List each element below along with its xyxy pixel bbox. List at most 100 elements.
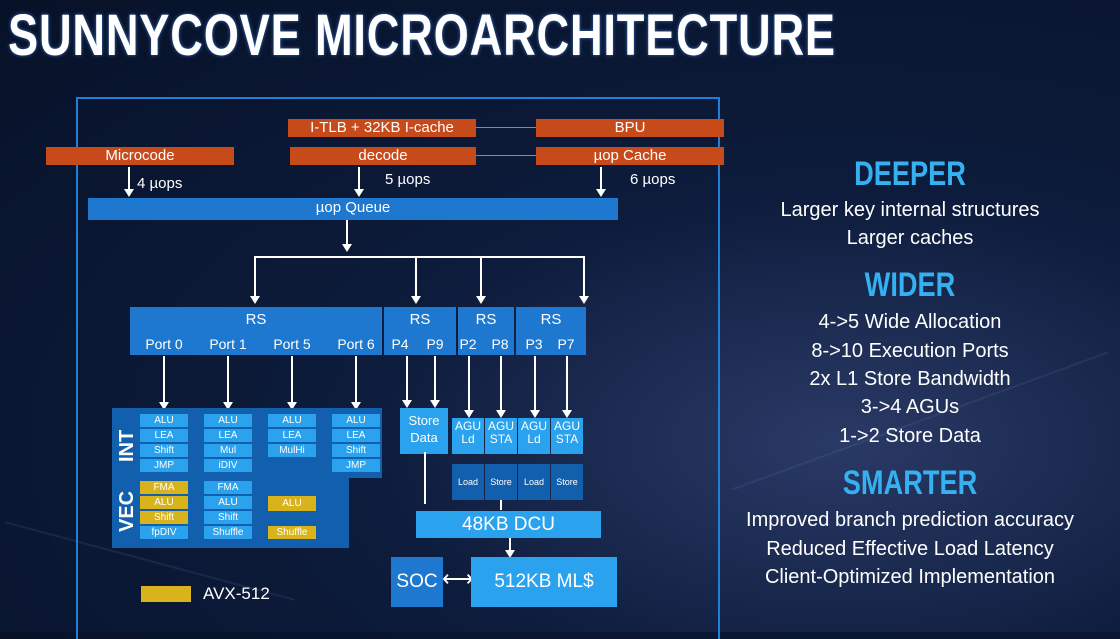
itlb-bpu-connector xyxy=(476,127,536,128)
arrowhead-icon xyxy=(411,296,421,304)
store-data-unit: Store Data xyxy=(400,408,448,454)
deeper-item: Larger caches xyxy=(846,227,974,249)
p5-mulhi: MulHi xyxy=(268,444,316,457)
p0-vec-alu: ALU xyxy=(140,496,188,509)
store-unit-1: Store xyxy=(485,464,517,500)
port-p3: P3 xyxy=(525,336,543,352)
arrowhead-icon xyxy=(351,402,361,410)
deeper-heading: DEEPER xyxy=(854,155,966,193)
p0-vec-shift: Shift xyxy=(140,511,188,524)
port-p8: P8 xyxy=(491,336,509,352)
agu-sta-2: AGU STA xyxy=(551,418,583,454)
sd-to-dcu-arrow xyxy=(424,452,426,504)
port-6: Port 6 xyxy=(337,336,375,352)
p1-lea: LEA xyxy=(204,429,252,442)
uop-cache-block: µop Cache xyxy=(536,147,724,165)
p8-arrow xyxy=(500,356,502,410)
distribution-line xyxy=(254,256,585,258)
rs-agu2-label: RS xyxy=(540,311,562,328)
ls-to-dcu-arrow xyxy=(500,500,502,510)
port0-arrow xyxy=(163,356,165,402)
rs-main-label: RS xyxy=(245,311,267,328)
p0-alu: ALU xyxy=(140,414,188,427)
arrowhead-icon xyxy=(402,400,412,408)
wider-item: 8->10 Execution Ports xyxy=(811,340,1009,362)
arrowhead-icon xyxy=(496,410,506,418)
arrowhead-icon xyxy=(562,410,572,418)
p1-mul: Mul xyxy=(204,444,252,457)
arrowhead-icon xyxy=(596,189,606,197)
p1-fma: FMA xyxy=(204,481,252,494)
dist-to-rs-main xyxy=(254,256,256,296)
uop-queue-block: µop Queue xyxy=(88,198,618,220)
mls-block: 512KB ML$ xyxy=(471,557,617,607)
p1-vec-shift: Shift xyxy=(204,511,252,524)
arrowhead-icon xyxy=(579,296,589,304)
p5-shuffle: Shuffle xyxy=(268,526,316,539)
dist-to-rs-agu2 xyxy=(583,256,585,296)
arrowhead-icon xyxy=(430,400,440,408)
arrowhead-icon xyxy=(476,296,486,304)
arrowhead-icon xyxy=(530,410,540,418)
itlb-icache-block: I-TLB + 32KB I-cache xyxy=(288,119,476,137)
arrowhead-icon xyxy=(505,550,515,558)
agu-ld-2: AGU Ld xyxy=(518,418,550,454)
wider-item: 4->5 Wide Allocation xyxy=(818,311,1002,333)
uops-5-label: 5 µops xyxy=(385,171,431,188)
arrow-microcode xyxy=(128,167,130,189)
p1-vec-alu: ALU xyxy=(204,496,252,509)
arrowhead-icon xyxy=(124,189,134,197)
p6-lea: LEA xyxy=(332,429,380,442)
p7-arrow xyxy=(566,356,568,410)
p1-idiv: iDIV xyxy=(204,459,252,472)
rs-agu1: RS xyxy=(458,307,514,355)
arrowhead-icon xyxy=(223,402,233,410)
wider-item: 2x L1 Store Bandwidth xyxy=(809,368,1011,390)
wider-item: 3->4 AGUs xyxy=(860,396,960,418)
store-unit-2: Store xyxy=(551,464,583,500)
smarter-item: Client-Optimized Implementation xyxy=(764,566,1056,588)
slide-title: SUNNYCOVE MICROARCHITECTURE xyxy=(8,3,836,68)
dist-to-rs-store xyxy=(415,256,417,296)
smarter-heading: SMARTER xyxy=(842,464,978,502)
avx512-legend-label: AVX-512 xyxy=(203,584,270,603)
arrowhead-icon xyxy=(159,402,169,410)
decode-uopcache-connector xyxy=(476,155,536,156)
p1-alu: ALU xyxy=(204,414,252,427)
p0-shift: Shift xyxy=(140,444,188,457)
port5-arrow xyxy=(291,356,293,402)
p5-vec-alu: ALU xyxy=(268,496,316,511)
port-p7: P7 xyxy=(557,336,575,352)
bpu-block: BPU xyxy=(536,119,724,137)
p4-arrow xyxy=(406,356,408,400)
port-p4: P4 xyxy=(391,336,409,352)
arrowhead-icon xyxy=(354,189,364,197)
p5-lea: LEA xyxy=(268,429,316,442)
dcu-block: 48KB DCU xyxy=(416,511,601,538)
microcode-block: Microcode xyxy=(46,147,234,165)
rs-main: RS xyxy=(130,307,382,355)
port1-arrow xyxy=(227,356,229,402)
port-p9: P9 xyxy=(426,336,444,352)
smarter-item: Improved branch prediction accuracy xyxy=(746,509,1074,531)
smarter-item: Reduced Effective Load Latency xyxy=(766,538,1054,560)
uops-6-label: 6 µops xyxy=(630,171,676,188)
load-unit-1: Load xyxy=(452,464,484,500)
p9-arrow xyxy=(434,356,436,400)
rs-store-label: RS xyxy=(409,311,431,328)
p2-arrow xyxy=(468,356,470,410)
arrow-uop-cache xyxy=(600,167,602,189)
soc-block: SOC xyxy=(391,557,443,607)
decode-block: decode xyxy=(290,147,476,165)
p0-lea: LEA xyxy=(140,429,188,442)
arrow-decode xyxy=(358,167,360,189)
p0-fpdiv: fpDIV xyxy=(140,526,188,539)
p0-fma: FMA xyxy=(140,481,188,494)
int-label: INT xyxy=(116,429,138,462)
dcu-to-mls-arrow xyxy=(509,538,511,552)
wider-item: 1->2 Store Data xyxy=(839,425,981,447)
arrowhead-icon xyxy=(250,296,260,304)
arrowhead-icon xyxy=(464,410,474,418)
soc-mls-bidir-arrow-icon: ⟷ xyxy=(442,566,474,591)
p1-shuffle: Shuffle xyxy=(204,526,252,539)
